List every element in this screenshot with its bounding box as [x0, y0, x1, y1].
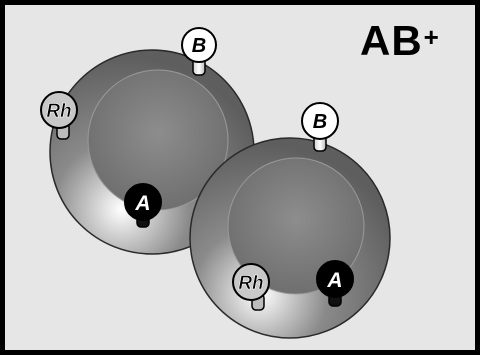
antigen-a-label: A: [134, 192, 150, 215]
blood-type-title: AB+: [360, 20, 440, 62]
antigen-rh-label: Rh: [238, 273, 263, 294]
rh-sign: +: [423, 22, 440, 52]
blood-type-letters: AB: [360, 17, 423, 64]
red-blood-cell-2: [189, 137, 391, 339]
antigen-b-label: B: [313, 111, 327, 133]
antigen-rh-marker: Rh: [232, 263, 270, 311]
antigen-a-marker: A: [124, 183, 162, 228]
antigen-a-label: A: [326, 269, 342, 292]
antigen-a-marker: A: [316, 260, 354, 307]
antigen-rh-marker: Rh: [40, 91, 78, 140]
antigen-b-marker: B: [301, 102, 339, 152]
antigen-b-label: B: [192, 35, 206, 57]
antigen-rh-label: Rh: [46, 101, 71, 122]
antigen-b-marker: B: [181, 27, 217, 76]
